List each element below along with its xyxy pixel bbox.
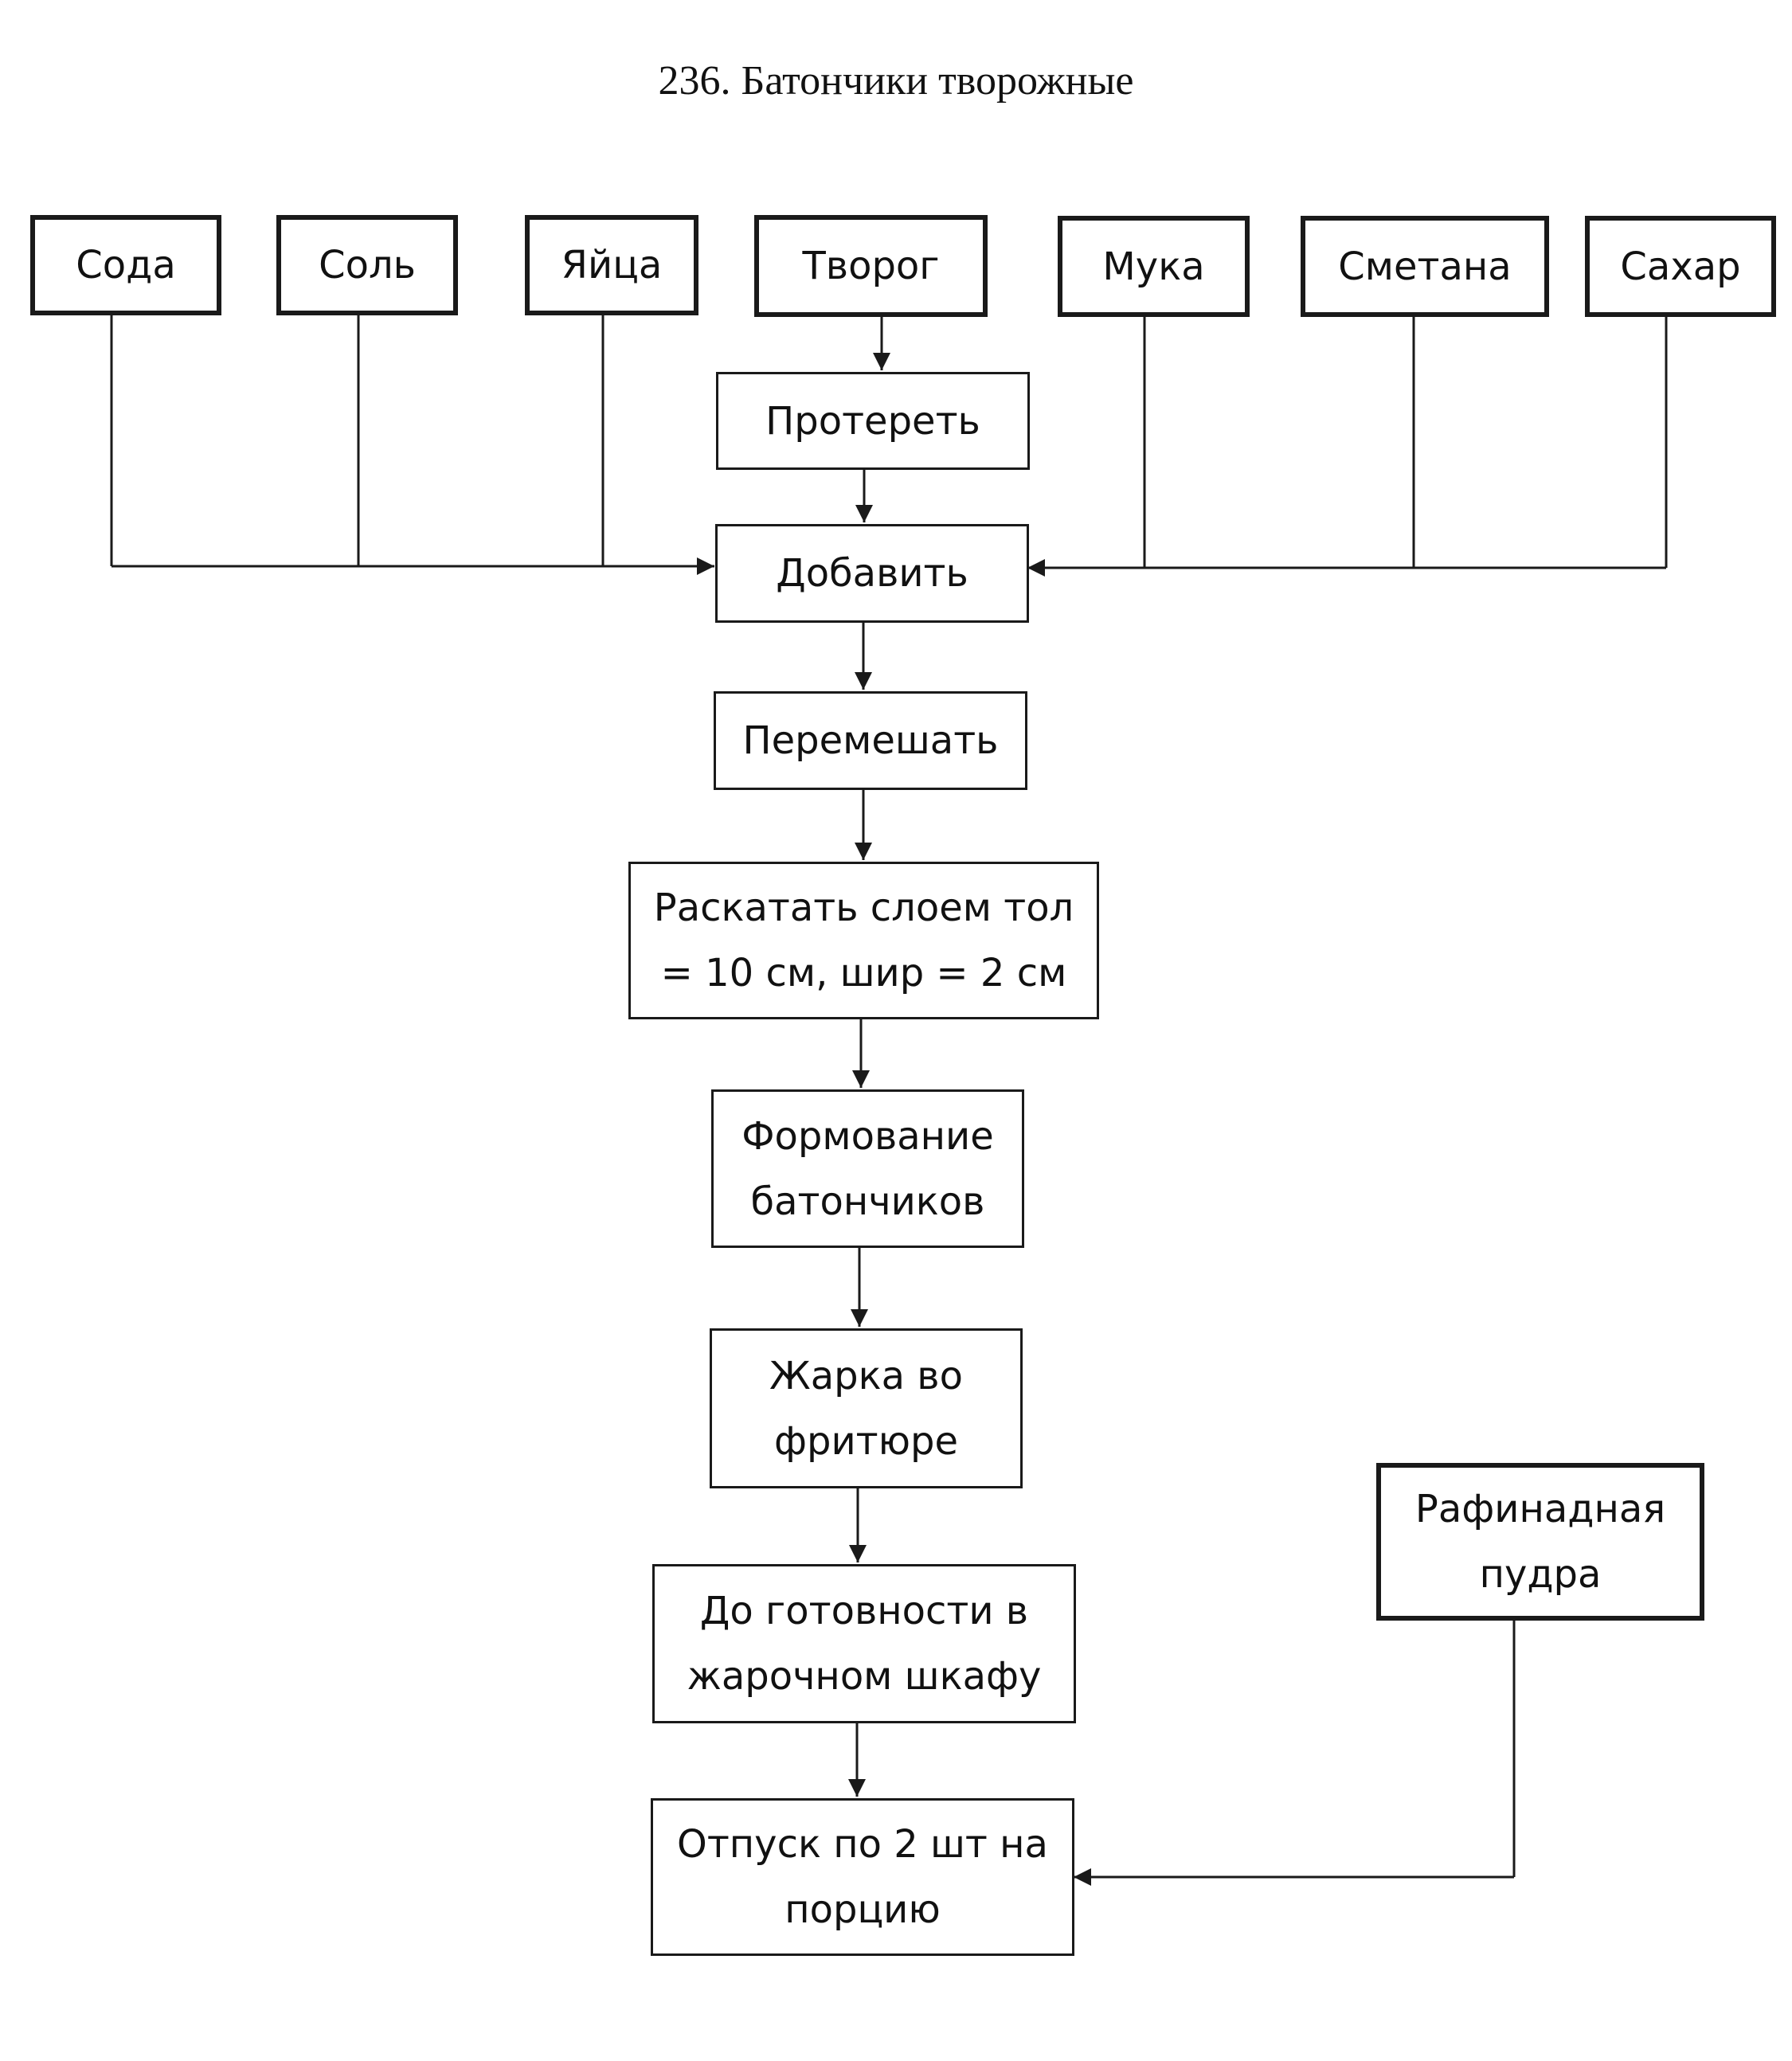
ingredient-flour: Мука	[1058, 216, 1250, 317]
step-serve: Отпуск по 2 шт на порцию	[651, 1798, 1074, 1956]
step-rub: Протереть	[716, 372, 1030, 470]
ingredient-sour-cream: Сметана	[1301, 216, 1549, 317]
step-roll: Раскатать слоем тол = 10 см, шир = 2 см	[628, 862, 1099, 1019]
step-add: Добавить	[715, 524, 1029, 623]
step-form: Формование батончиков	[711, 1089, 1024, 1248]
ingredient-soda: Сода	[30, 215, 221, 315]
step-fry: Жарка во фритюре	[710, 1328, 1023, 1488]
ingredient-powdered-sugar: Рафинадная пудра	[1376, 1463, 1704, 1621]
ingredient-sugar: Сахар	[1585, 216, 1776, 317]
ingredient-salt: Соль	[276, 215, 458, 315]
page-title: 236. Батончики творожные	[658, 58, 1134, 104]
ingredient-cottage-cheese: Творог	[754, 215, 988, 317]
ingredient-eggs: Яйца	[525, 215, 698, 315]
step-mix: Перемешать	[714, 691, 1027, 790]
step-oven: До готовности в жарочном шкафу	[652, 1564, 1076, 1723]
